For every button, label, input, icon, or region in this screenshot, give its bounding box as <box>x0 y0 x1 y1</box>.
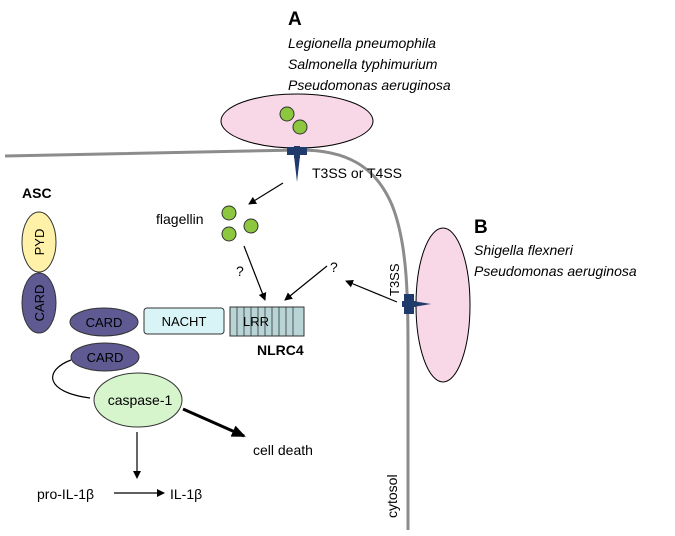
pro-il-1b-label: pro-IL-1β <box>37 486 94 502</box>
panel-a-species-3: Pseudomonas aeruginosa <box>288 77 451 93</box>
nlrc4-nacht-label: NACHT <box>162 314 207 329</box>
cytosol-label: cytosol <box>384 474 400 518</box>
cell-death-label: cell death <box>253 442 313 458</box>
panel-a-species-2: Salmonella typhimurium <box>288 56 438 72</box>
asc-card-domain <box>21 272 57 334</box>
nlrc4-lrr-domain <box>229 306 305 337</box>
arrow-to-cell-death <box>182 407 246 438</box>
flagellin-monomer <box>279 106 295 122</box>
panel-a-species-1: Legionella pneumophila <box>288 35 436 51</box>
caspase-card-label: CARD <box>87 350 124 365</box>
secretion-apparatus-b <box>402 294 431 314</box>
asc-pyd-domain <box>21 211 57 273</box>
caspase-card-domain <box>70 342 140 372</box>
asc-pyd-label: PYD <box>32 229 47 256</box>
asc-title: ASC <box>22 185 52 201</box>
flagellin-monomer <box>221 205 237 221</box>
arrow-flagellin-to-lrr <box>243 245 267 301</box>
flagellin-monomer <box>292 119 308 135</box>
caspase-1-domain <box>93 372 183 428</box>
secretion-label-a: T3SS or T4SS <box>312 165 402 181</box>
panel-b-species-1: Shigella flexneri <box>474 242 574 258</box>
arrow-unknown-to-lrr <box>284 265 328 301</box>
asc-card-label: CARD <box>32 285 47 322</box>
secretion-apparatus-a <box>287 146 307 182</box>
arrow-secretion-b-to-lrr <box>345 279 398 303</box>
caspase-linker <box>52 359 91 399</box>
panel-a-letter: A <box>288 9 302 30</box>
flagellin-monomer <box>243 218 259 234</box>
nlrc4-lrr-label: LRR <box>243 314 269 329</box>
question-mark-right: ? <box>330 259 338 275</box>
caspase-1-label: caspase-1 <box>108 392 173 408</box>
il-1b-label: IL-1β <box>170 486 202 502</box>
nlrc4-nacht-domain <box>143 307 225 335</box>
nlrc4-card-domain <box>69 307 139 337</box>
nlrc4-name: NLRC4 <box>257 342 304 358</box>
secretion-label-b: T3SS <box>387 263 402 296</box>
flagellin-monomer <box>221 226 237 242</box>
cell-membrane <box>4 148 410 530</box>
question-mark-left: ? <box>236 263 244 279</box>
arrow-secretion-to-flagellin <box>248 182 284 205</box>
panel-b-species-2: Pseudomonas aeruginosa <box>474 263 637 279</box>
flagellin-label: flagellin <box>156 211 203 227</box>
nlrc4-card-label: CARD <box>86 315 123 330</box>
panel-b-letter: B <box>474 217 488 238</box>
